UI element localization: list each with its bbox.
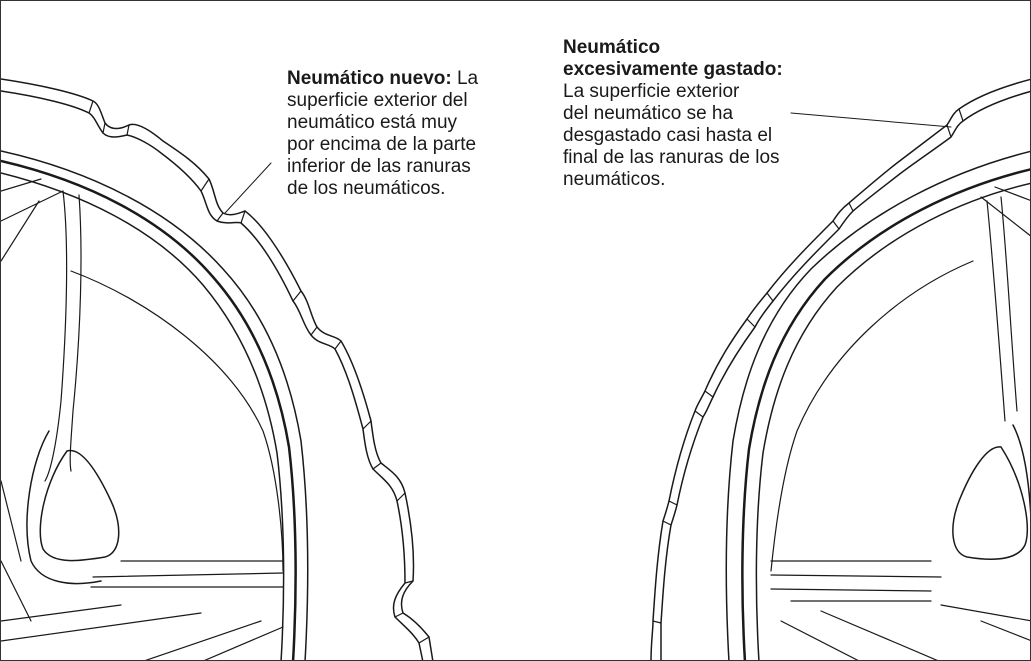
worn-tire-label: Neumático excesivamente gastado: La supe… xyxy=(563,37,853,191)
new-tire-spokes xyxy=(1,178,284,660)
worn-tire-label-title: excesivamente gastado: xyxy=(563,59,783,80)
new-tire-leader-line xyxy=(224,162,272,214)
worn-tire-label-line: desgastado casi hasta el xyxy=(563,125,773,146)
worn-tire-label-line: del neumático se ha xyxy=(563,103,734,124)
worn-tire-rim-edge xyxy=(741,168,1030,660)
worn-tire-hub-ring xyxy=(1012,424,1030,515)
new-tire-sidewall-outer xyxy=(1,150,309,660)
new-tire-label-line: superficie exterior del xyxy=(287,90,468,111)
worn-tire-spokes xyxy=(770,186,1030,660)
worn-tire-hub-hole xyxy=(952,446,1028,560)
new-tire-label: Neumático nuevo: La superficie exterior … xyxy=(287,68,537,200)
worn-tire-label-line: final de las ranuras de los xyxy=(563,147,780,168)
new-tire-rim-inner xyxy=(1,172,285,660)
new-tire-label-line: inferior de las ranuras xyxy=(287,156,471,177)
worn-tire-label-title: Neumático xyxy=(563,37,661,58)
new-tire-label-title: Neumático nuevo: xyxy=(287,68,452,89)
worn-tire-label-line: La superficie exterior xyxy=(563,81,740,102)
new-tire-drawing xyxy=(1,78,434,660)
new-tire-label-line: La xyxy=(456,68,479,89)
worn-tire-label-line: neumáticos. xyxy=(563,169,666,190)
worn-tire-leader-line xyxy=(790,112,952,128)
worn-tire-drawing xyxy=(650,78,1030,660)
new-tire-label-line: de los neumáticos. xyxy=(287,178,446,199)
worn-tire-sidewall-outer xyxy=(725,150,1030,660)
new-tire-label-line: por encima de la parte xyxy=(287,134,477,155)
worn-tire-rim-inner xyxy=(755,182,1030,660)
worn-tire-groove-lines xyxy=(652,108,964,624)
new-tire-hub-hole xyxy=(39,449,120,562)
new-tire-groove-lines xyxy=(88,100,430,644)
new-tire-hub-ring xyxy=(26,430,102,585)
new-tire-label-line: neumático está muy xyxy=(287,112,458,133)
new-tire-rim-edge xyxy=(1,159,297,660)
